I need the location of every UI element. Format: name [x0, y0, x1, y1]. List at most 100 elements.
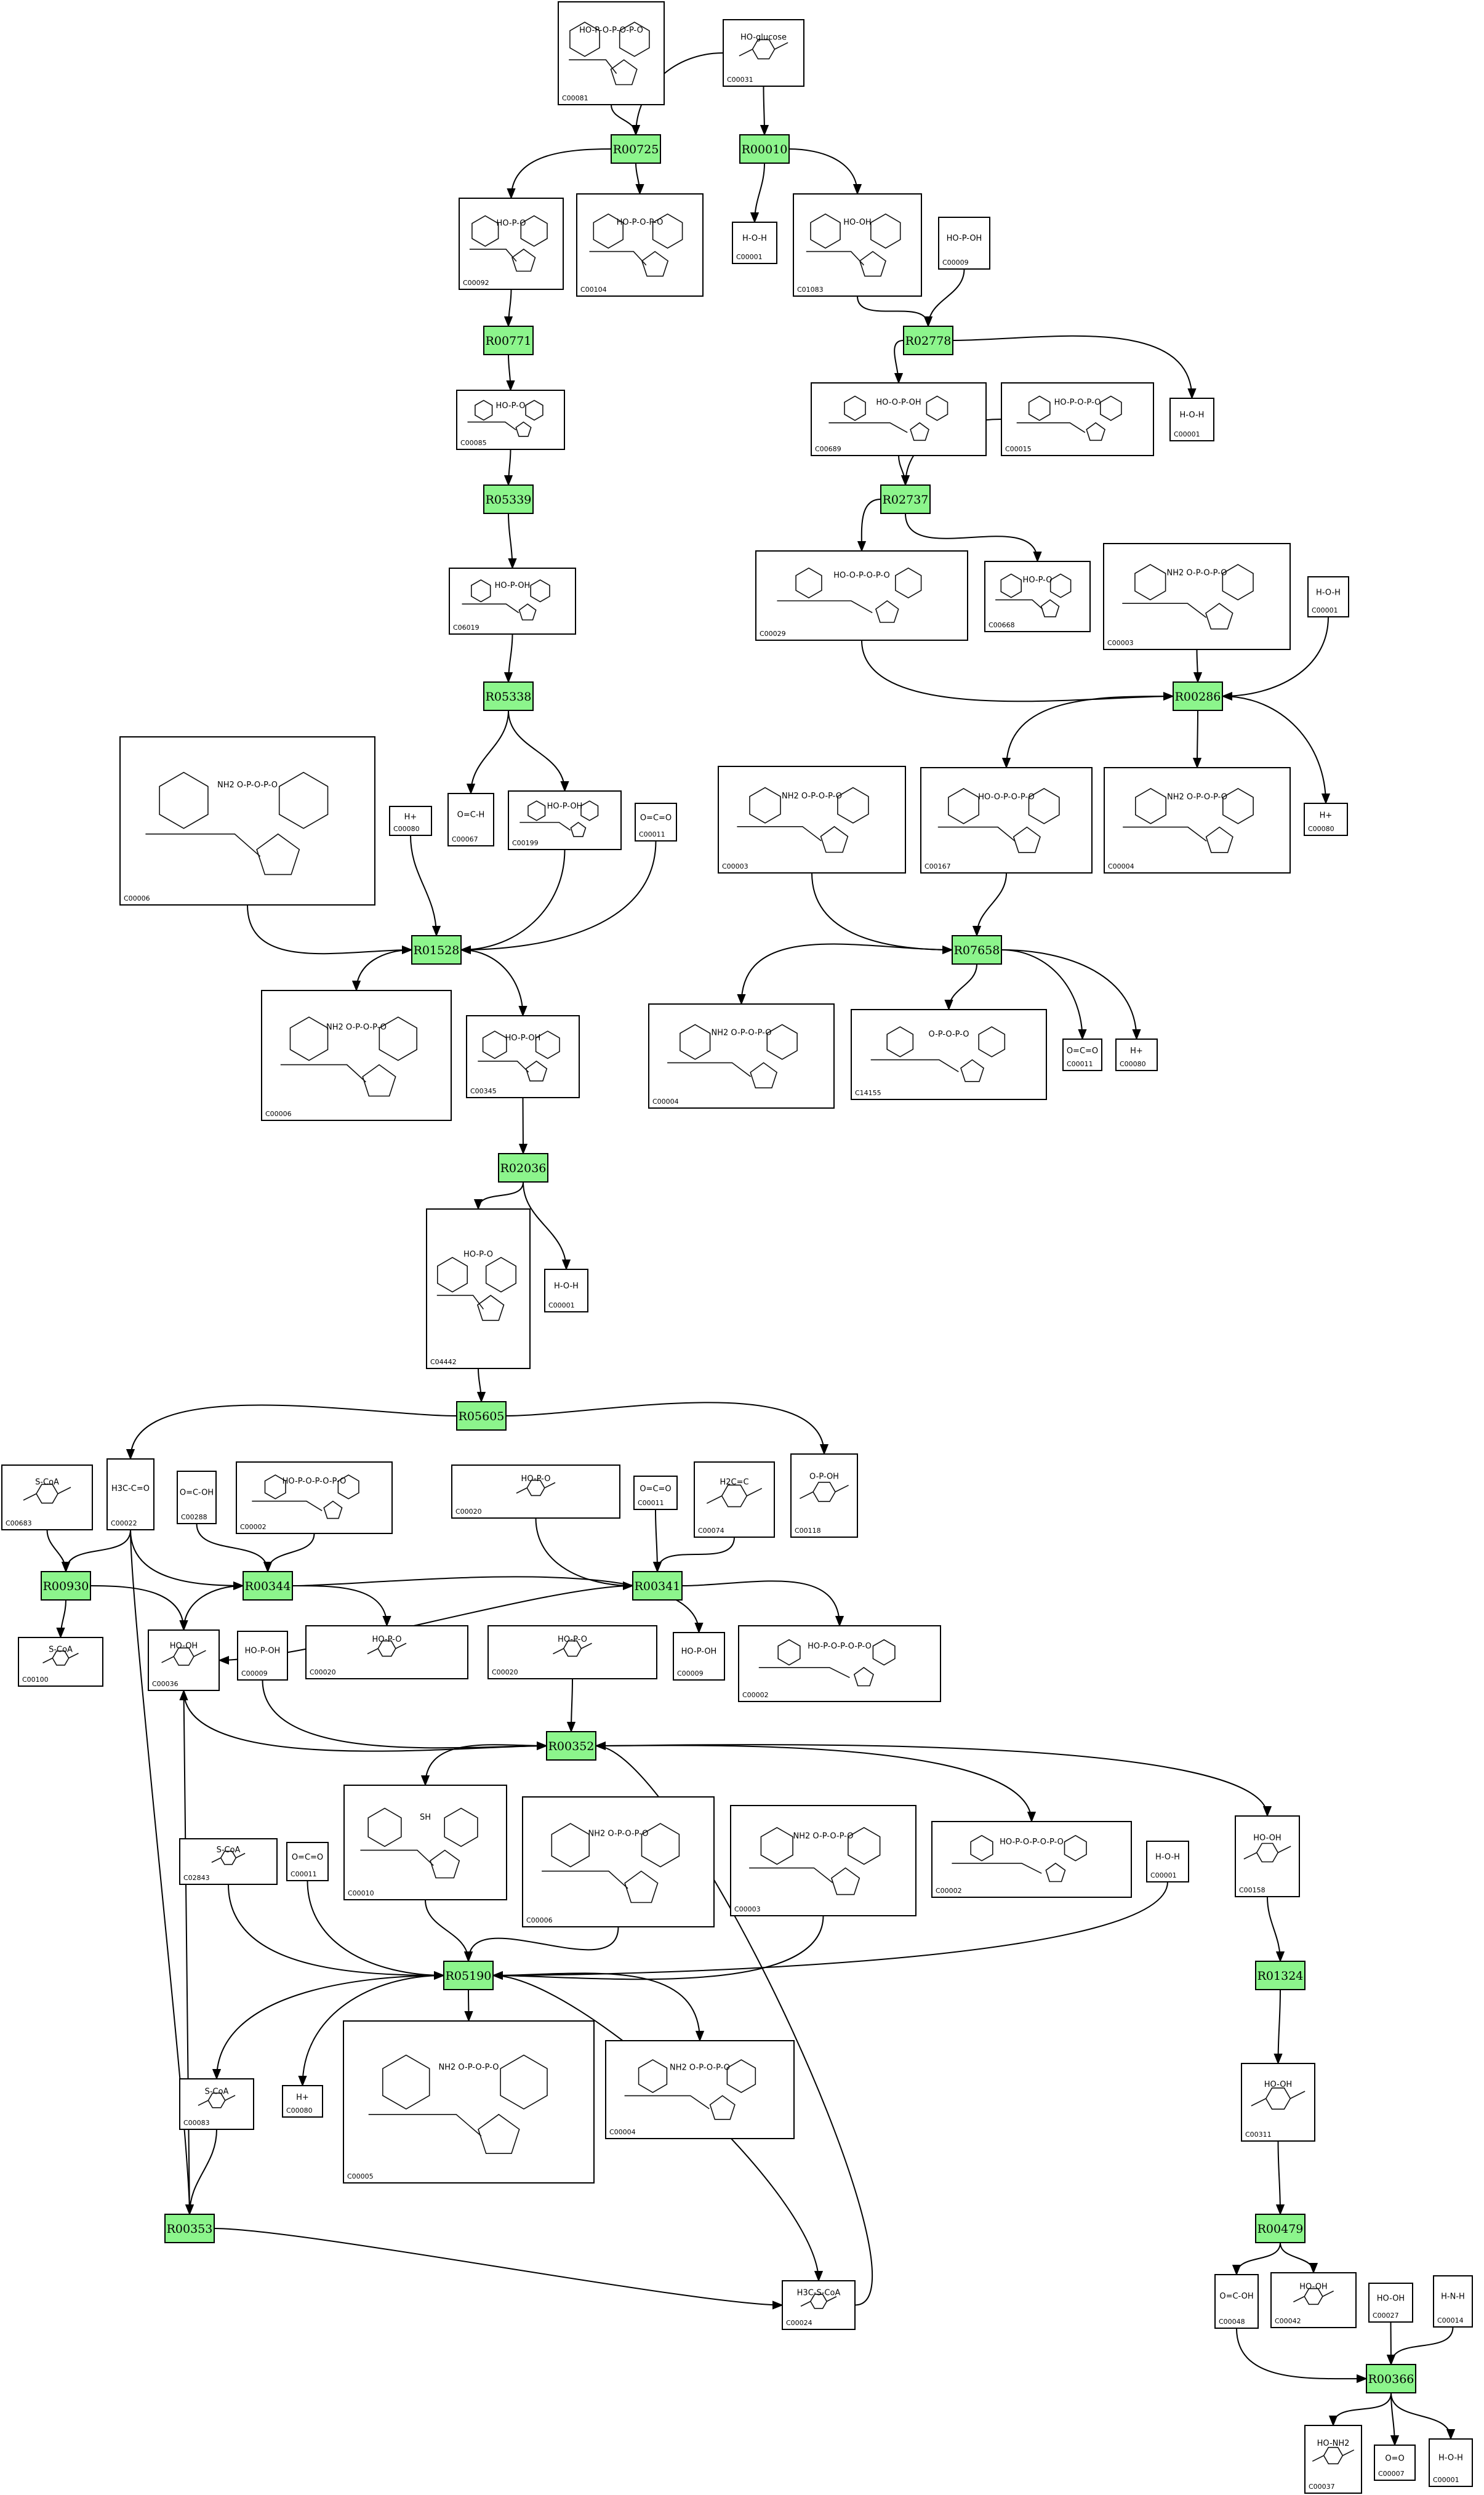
reaction-node[interactable]: R05339	[483, 484, 534, 514]
compound-box[interactable]	[282, 2085, 323, 2118]
compound-box[interactable]	[1270, 2272, 1357, 2328]
reaction-node[interactable]: R00366	[1366, 2364, 1416, 2393]
compound-box[interactable]	[790, 1453, 858, 1538]
compound-box[interactable]	[558, 1, 665, 105]
compound-box[interactable]	[1001, 382, 1154, 456]
reaction-box[interactable]	[952, 935, 1002, 965]
compound-box[interactable]	[148, 1629, 220, 1691]
compound-box[interactable]	[343, 1785, 507, 1900]
compound-box[interactable]	[851, 1009, 1047, 1100]
compound-box[interactable]	[544, 1269, 588, 1312]
compound-node[interactable]: H+C00080	[1115, 1039, 1158, 1071]
compound-box[interactable]	[723, 19, 804, 87]
reaction-box[interactable]	[243, 1571, 293, 1601]
compound-box[interactable]	[730, 1805, 916, 1916]
reaction-node[interactable]: R05338	[483, 681, 534, 711]
reaction-box[interactable]	[880, 484, 931, 514]
compound-box[interactable]	[576, 193, 704, 297]
reaction-node[interactable]: R00352	[546, 1731, 596, 1761]
compound-box[interactable]	[236, 1461, 393, 1534]
compound-box[interactable]	[305, 1625, 468, 1679]
reaction-box[interactable]	[483, 326, 534, 355]
reaction-node[interactable]: R02778	[903, 326, 953, 355]
compound-box[interactable]	[633, 1476, 678, 1510]
compound-box[interactable]	[456, 390, 565, 450]
compound-box[interactable]	[1241, 2063, 1315, 2142]
reaction-box[interactable]	[456, 1401, 507, 1431]
reaction-box[interactable]	[483, 484, 534, 514]
reaction-node[interactable]: R00010	[739, 134, 790, 164]
compound-box[interactable]	[1, 1464, 93, 1530]
compound-box[interactable]	[487, 1625, 657, 1679]
reaction-box[interactable]	[483, 681, 534, 711]
reaction-box[interactable]	[1366, 2364, 1416, 2393]
compound-box[interactable]	[811, 382, 987, 456]
compound-box[interactable]	[793, 193, 922, 297]
compound-box[interactable]	[451, 1464, 620, 1519]
compound-box[interactable]	[18, 1637, 103, 1687]
reaction-node[interactable]: R02036	[498, 1153, 548, 1183]
compound-box[interactable]	[389, 806, 432, 836]
compound-box[interactable]	[106, 1458, 154, 1530]
reaction-node[interactable]: R00341	[632, 1571, 683, 1601]
reaction-box[interactable]	[632, 1571, 683, 1601]
compound-box[interactable]	[426, 1208, 531, 1369]
reaction-node[interactable]: R00771	[483, 326, 534, 355]
compound-box[interactable]	[920, 767, 1093, 874]
compound-box[interactable]	[1429, 2438, 1473, 2487]
compound-box[interactable]	[782, 2280, 856, 2330]
compound-box[interactable]	[1368, 2283, 1413, 2323]
compound-box[interactable]	[1433, 2275, 1473, 2328]
compound-box[interactable]	[522, 1796, 715, 1927]
compound-box[interactable]	[984, 561, 1091, 632]
reaction-node[interactable]: R05190	[443, 1961, 494, 1990]
reaction-box[interactable]	[1255, 1961, 1306, 1990]
reaction-box[interactable]	[611, 134, 661, 164]
compound-box[interactable]	[755, 550, 968, 641]
compound-box[interactable]	[1304, 2425, 1362, 2494]
reaction-node[interactable]: R00353	[164, 2214, 215, 2243]
compound-box[interactable]	[261, 990, 452, 1121]
compound-node[interactable]: H+C00080	[389, 806, 432, 836]
compound-box[interactable]	[1062, 1039, 1102, 1071]
compound-box[interactable]	[931, 1821, 1132, 1898]
compound-box[interactable]	[938, 217, 990, 270]
reaction-node[interactable]: R01324	[1255, 1961, 1306, 1990]
reaction-node[interactable]: R07658	[952, 935, 1002, 965]
reaction-box[interactable]	[739, 134, 790, 164]
compound-box[interactable]	[1104, 767, 1291, 874]
reaction-node[interactable]: R05605	[456, 1401, 507, 1431]
compound-node[interactable]: H+C00080	[1304, 803, 1348, 836]
